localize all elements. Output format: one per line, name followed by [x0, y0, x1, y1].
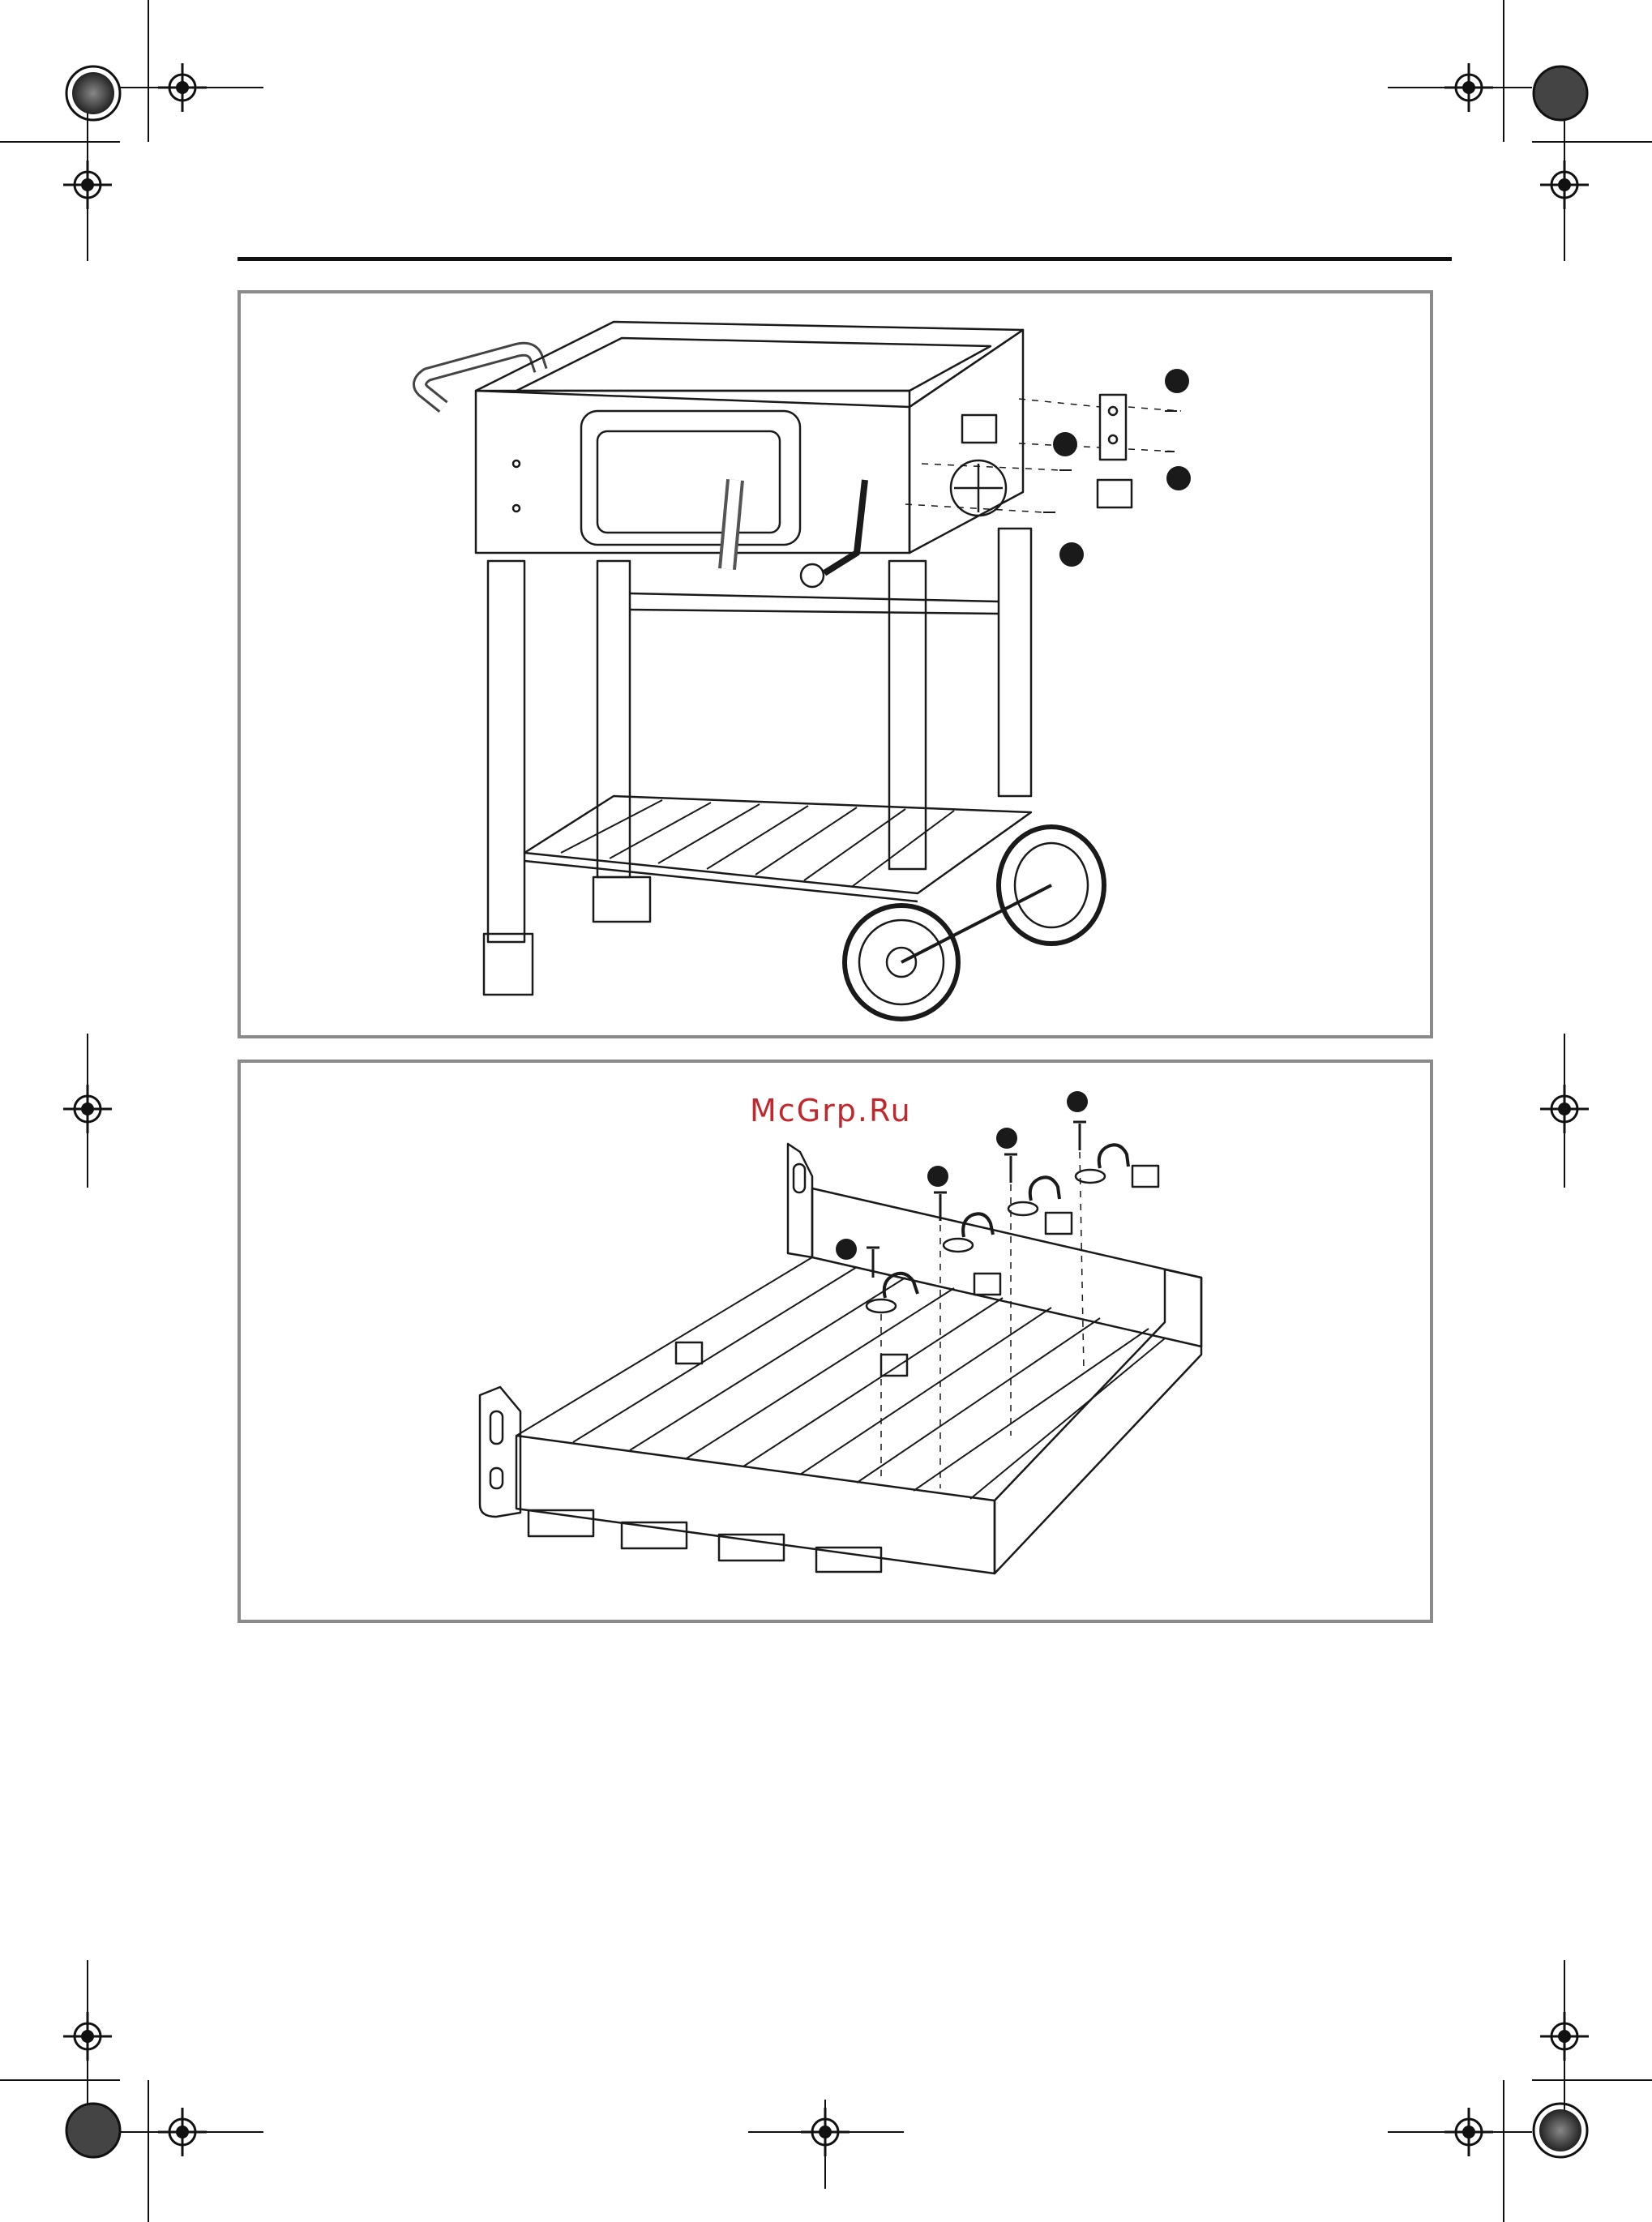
- registration-mark-icon: [1444, 63, 1493, 112]
- cart-drawing: [241, 293, 1436, 1042]
- color-bar-icon: [1534, 66, 1587, 120]
- cart-assembly-figure: [238, 290, 1433, 1038]
- callout-box: [1132, 1166, 1158, 1187]
- registration-mark-icon: [1540, 2012, 1589, 2061]
- registration-mark-icon: [158, 63, 207, 112]
- header-rule: [238, 257, 1452, 261]
- callout-box: [676, 1342, 702, 1364]
- registration-mark-icon: [63, 2012, 112, 2061]
- callout-box: [974, 1274, 1000, 1295]
- color-bar-icon: [1534, 2104, 1587, 2157]
- callout-box: [881, 1355, 907, 1376]
- callout-box: [1098, 480, 1132, 507]
- registration-mark-icon: [1444, 2108, 1493, 2156]
- registration-mark-icon: [63, 161, 112, 209]
- registration-mark-icon: [1540, 1085, 1589, 1133]
- registration-mark-icon: [1540, 161, 1589, 209]
- shelf-drawing: [241, 1063, 1436, 1626]
- shelf-hook-figure: [238, 1060, 1433, 1623]
- step-markers: [1053, 369, 1191, 567]
- registration-mark-icon: [63, 1085, 112, 1133]
- registration-mark-icon: [158, 2108, 207, 2156]
- callout-box: [1046, 1213, 1072, 1234]
- color-bar-icon: [66, 2104, 120, 2157]
- callout-box: [962, 415, 996, 443]
- registration-mark-icon: [801, 2108, 850, 2156]
- color-bar-icon: [66, 66, 120, 120]
- watermark-text: McGrp.Ru: [750, 1093, 912, 1128]
